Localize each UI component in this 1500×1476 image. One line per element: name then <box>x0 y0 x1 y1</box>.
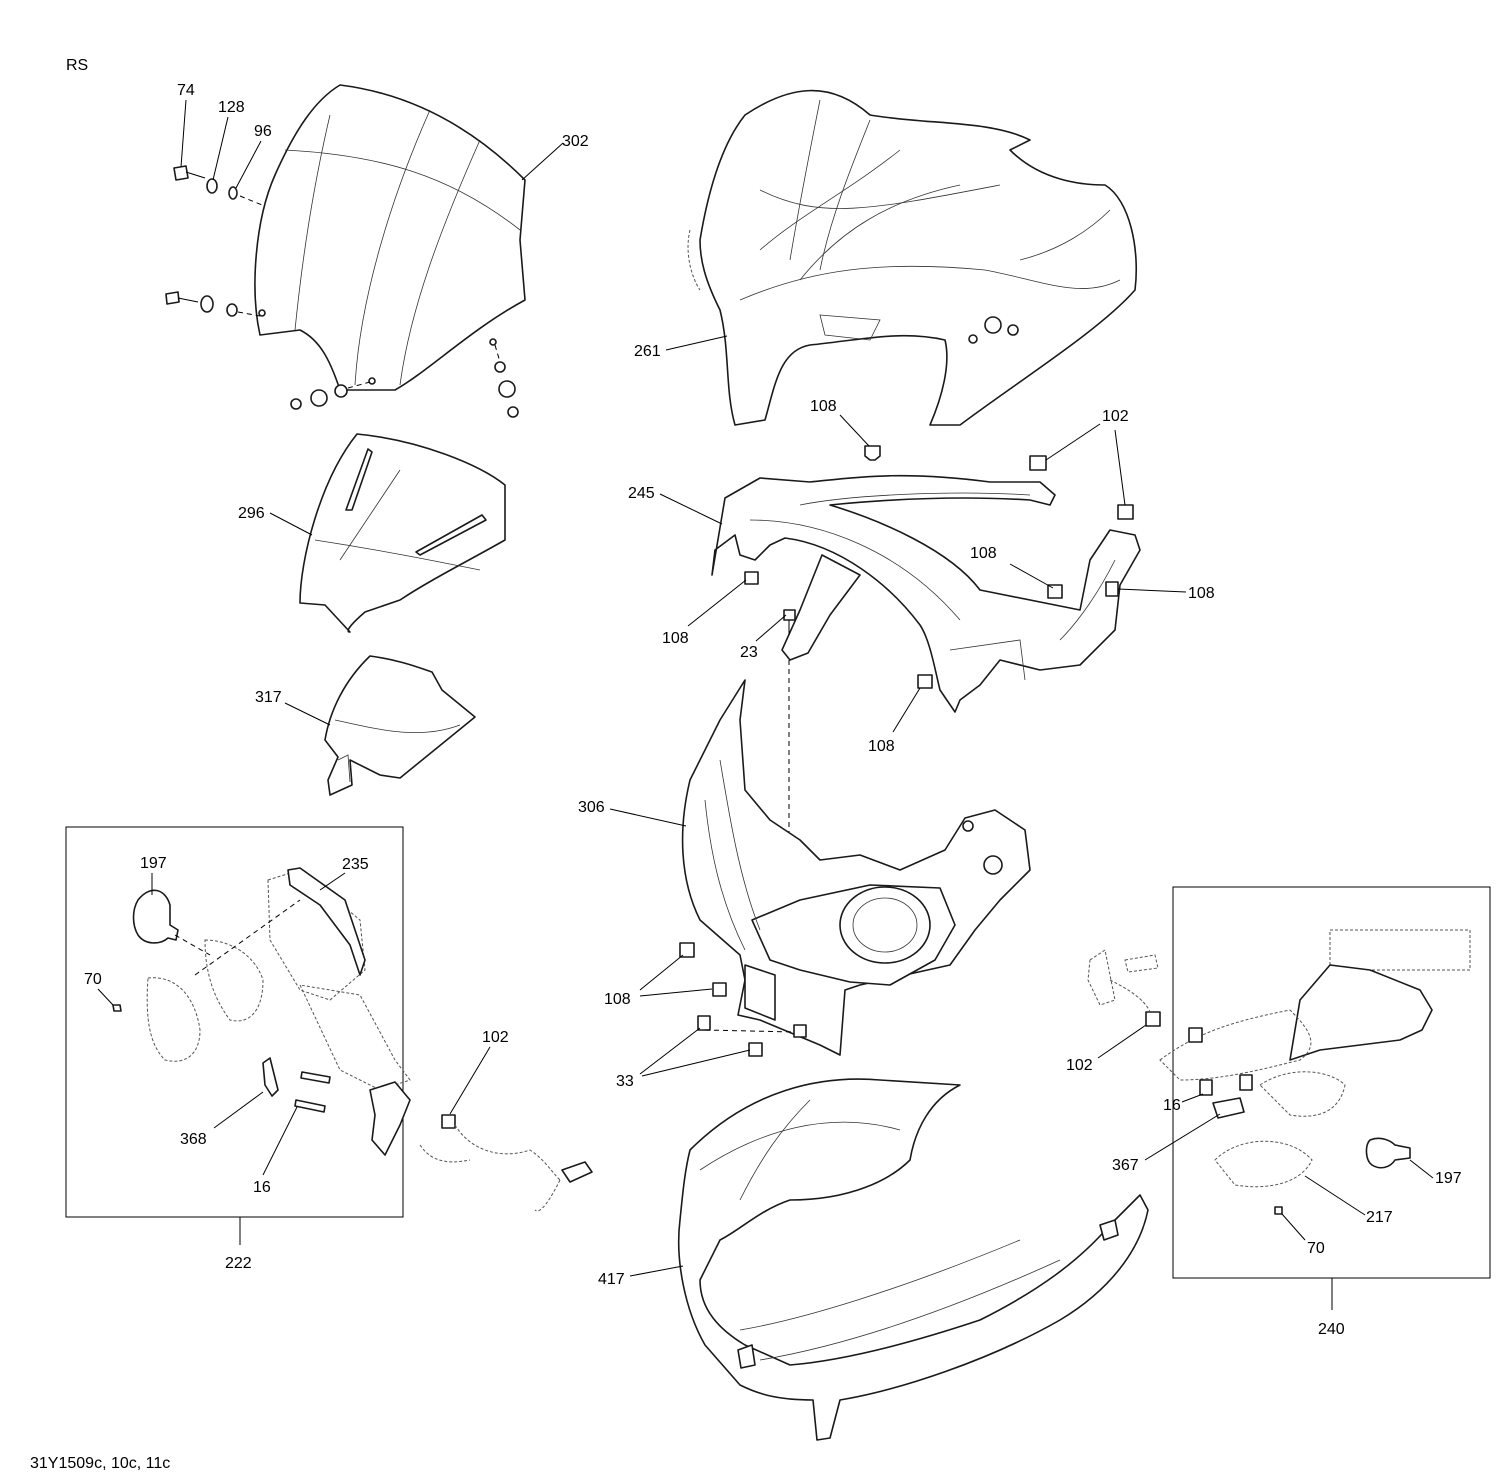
callout-296: 296 <box>238 505 265 522</box>
frame-fasteners <box>744 445 1134 850</box>
callout-317: 317 <box>255 689 282 706</box>
lower-fairing-417 <box>677 1078 1149 1441</box>
callout-108-bottom: 108 <box>868 738 895 755</box>
callout-70-right: 70 <box>1307 1240 1325 1257</box>
callout-197-left: 197 <box>140 855 167 872</box>
right-turn-signal-parts <box>1087 929 1471 1215</box>
support-frame-245 <box>711 474 1141 713</box>
callout-235: 235 <box>342 856 369 873</box>
callout-245: 245 <box>628 485 655 502</box>
callout-108-far-right: 108 <box>1188 585 1215 602</box>
callout-96: 96 <box>254 123 272 140</box>
view-code-label: RS <box>66 57 88 74</box>
callout-302: 302 <box>562 133 589 150</box>
callout-368: 368 <box>180 1131 207 1148</box>
callout-261: 261 <box>634 343 661 360</box>
callout-16-left: 16 <box>253 1179 271 1196</box>
callout-74: 74 <box>177 82 195 99</box>
callout-222: 222 <box>225 1255 252 1272</box>
callout-70-left: 70 <box>84 971 102 988</box>
callout-367: 367 <box>1112 1157 1139 1174</box>
callout-33: 33 <box>616 1073 634 1090</box>
callout-108-left: 108 <box>662 630 689 647</box>
windshield-302 <box>254 84 526 391</box>
support-fasteners <box>679 942 807 1057</box>
callout-108-top: 108 <box>810 398 837 415</box>
callout-16-right: 16 <box>1163 1097 1181 1114</box>
deflector-296 <box>299 433 506 633</box>
callout-102-top: 102 <box>1102 408 1129 425</box>
assembly-box-240 <box>1172 886 1491 1279</box>
callout-128: 128 <box>218 99 245 116</box>
headlight-support-306 <box>681 679 1031 1056</box>
lower-deflector-317 <box>324 655 476 796</box>
callout-108-mid-right: 108 <box>970 545 997 562</box>
callout-240: 240 <box>1318 1321 1345 1338</box>
callout-23: 23 <box>740 644 758 661</box>
callout-306: 306 <box>578 799 605 816</box>
callout-102-left: 102 <box>482 1029 509 1046</box>
callout-197-right: 197 <box>1435 1170 1462 1187</box>
drawing-id-label: 31Y1509c, 10c, 11c <box>30 1455 170 1472</box>
callout-102-right: 102 <box>1066 1057 1093 1074</box>
windshield-fasteners <box>165 165 519 418</box>
upper-fairing-261 <box>687 89 1138 426</box>
assembly-box-222 <box>65 826 404 1218</box>
left-turn-signal-parts <box>112 867 593 1212</box>
callout-217: 217 <box>1366 1209 1393 1226</box>
callout-417: 417 <box>598 1271 625 1288</box>
callout-108-lower: 108 <box>604 991 631 1008</box>
